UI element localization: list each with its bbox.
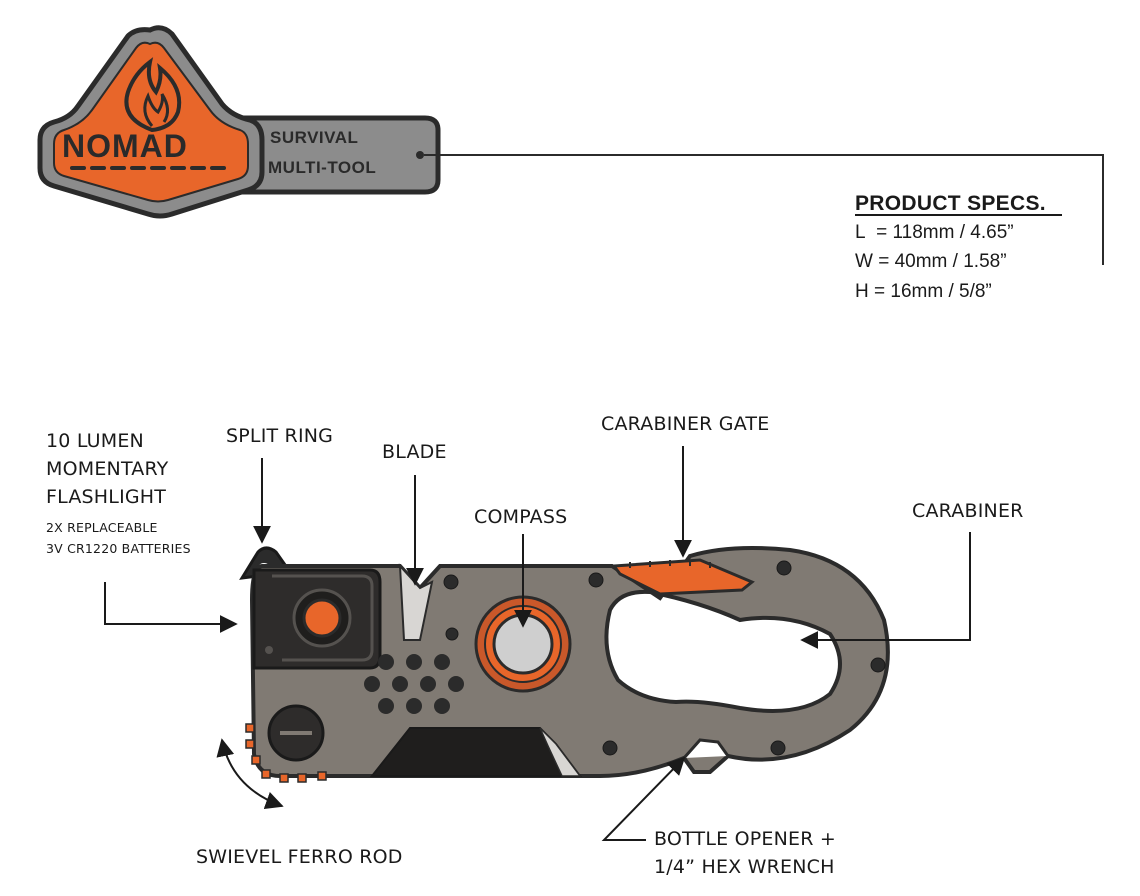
multi-tool: [239, 546, 890, 783]
spec-value: = 16mm / 5/8”: [874, 281, 992, 302]
label-flashlight-2: MOMENTARY: [46, 458, 169, 480]
bottle-opener: [682, 738, 730, 759]
spec-row-length: L = 118mm / 4.65”: [855, 222, 1014, 244]
logo-line-2: MULTI-TOOL: [268, 158, 377, 177]
label-ferro-rod: SWIEVEL FERRO ROD: [196, 846, 403, 868]
spec-row-height: H = 16mm / 5/8”: [855, 281, 992, 303]
screws: [443, 560, 886, 756]
label-bottle-opener-2: 1/4” HEX WRENCH: [654, 856, 835, 878]
spec-row-width: W = 40mm / 1.58”: [855, 251, 1007, 273]
label-carabiner: CARABINER: [912, 500, 1024, 522]
flame-icon: [124, 57, 182, 133]
flashlight-button: [302, 598, 342, 638]
label-flashlight-1: 10 LUMEN: [46, 430, 144, 452]
nomad-logo: [37, 25, 441, 219]
spec-value: = 40mm / 1.58”: [878, 251, 1007, 272]
spec-label: L: [855, 222, 866, 243]
label-bottle-opener-1: BOTTLE OPENER +: [654, 828, 836, 850]
label-split-ring: SPLIT RING: [226, 425, 334, 447]
callout-arrows: [104, 446, 971, 841]
spec-label: W: [855, 251, 873, 272]
logo-badge-inner: [53, 41, 249, 203]
arrow-ferro-rod: [216, 738, 284, 809]
specs-title: PRODUCT SPECS.: [855, 192, 1046, 215]
logo-line-1: SURVIVAL: [270, 128, 359, 147]
arrow-bottle-opener: [601, 756, 686, 841]
label-blade: BLADE: [382, 441, 447, 463]
logo-brand: NOMAD: [62, 128, 188, 164]
spec-label: H: [855, 281, 869, 302]
spec-value: = 118mm / 4.65”: [876, 222, 1014, 243]
vent-holes: [364, 654, 464, 714]
carabiner-gate: [611, 558, 755, 596]
arrow-carabiner: [800, 532, 971, 649]
arrow-flashlight: [104, 582, 238, 633]
label-batteries-2: 3V CR1220 BATTERIES: [46, 541, 191, 556]
logo-connector-line: [424, 154, 1104, 265]
label-flashlight-3: FLASHLIGHT: [46, 486, 167, 508]
label-carabiner-gate: CARABINER GATE: [601, 413, 770, 435]
label-batteries-1: 2X REPLACEABLE: [46, 520, 158, 535]
label-compass: COMPASS: [474, 506, 568, 528]
